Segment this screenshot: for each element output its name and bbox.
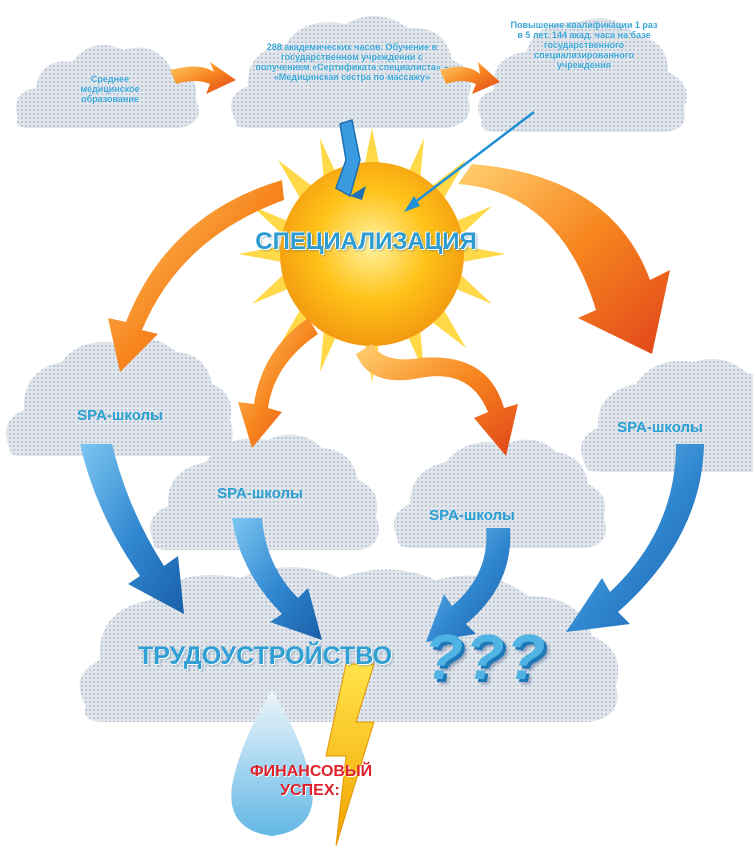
cloud-spa-1 — [6, 338, 233, 456]
top-cloud-left-text: Среднее медицинское образование — [80, 74, 140, 105]
top-arrow-2 — [440, 62, 500, 94]
orange-arrow-mid-left — [238, 318, 318, 448]
ribbon-icon — [335, 119, 366, 200]
top-cloud-right-text: Повышение квалификации 1 раз в 5 лет. 14… — [510, 20, 658, 71]
pointer-line — [404, 111, 535, 212]
water-drop-icon — [231, 690, 313, 836]
spa-school-label-4: SPA-школы — [617, 419, 703, 436]
cloud-spa-4 — [581, 358, 753, 472]
top-cloud-left — [16, 45, 199, 128]
question-marks: ??? — [424, 621, 548, 693]
blue-arrow-3 — [426, 528, 511, 642]
spa-school-label-1: SPA-школы — [77, 407, 163, 424]
blue-arrow-2 — [232, 518, 322, 640]
blue-arrow-4 — [566, 444, 704, 632]
lightning-icon — [325, 663, 375, 847]
blue-arrow-1 — [80, 444, 184, 614]
orange-arrow-left — [108, 180, 284, 372]
employment-title: ТРУДОУСТРОЙСТВО — [138, 642, 393, 670]
top-cloud-middle-text: 288 академических часов. Обучение в госу… — [255, 42, 449, 83]
spa-school-label-2: SPA-школы — [217, 485, 303, 502]
cloud-spa-3 — [394, 439, 606, 548]
financial-success-title: ФИНАНСОВЫЙ УСПЕХ: — [250, 763, 373, 800]
cloud-spa-2 — [150, 434, 379, 550]
orange-arrow-mid-right — [356, 344, 518, 456]
spa-school-label-3: SPA-школы — [429, 507, 515, 524]
specialization-title: СПЕЦИАЛИЗАЦИЯ — [255, 228, 477, 255]
top-arrow-1 — [170, 62, 236, 94]
top-cloud-middle — [231, 15, 471, 128]
orange-arrow-right — [458, 164, 670, 354]
top-cloud-right — [478, 18, 687, 132]
